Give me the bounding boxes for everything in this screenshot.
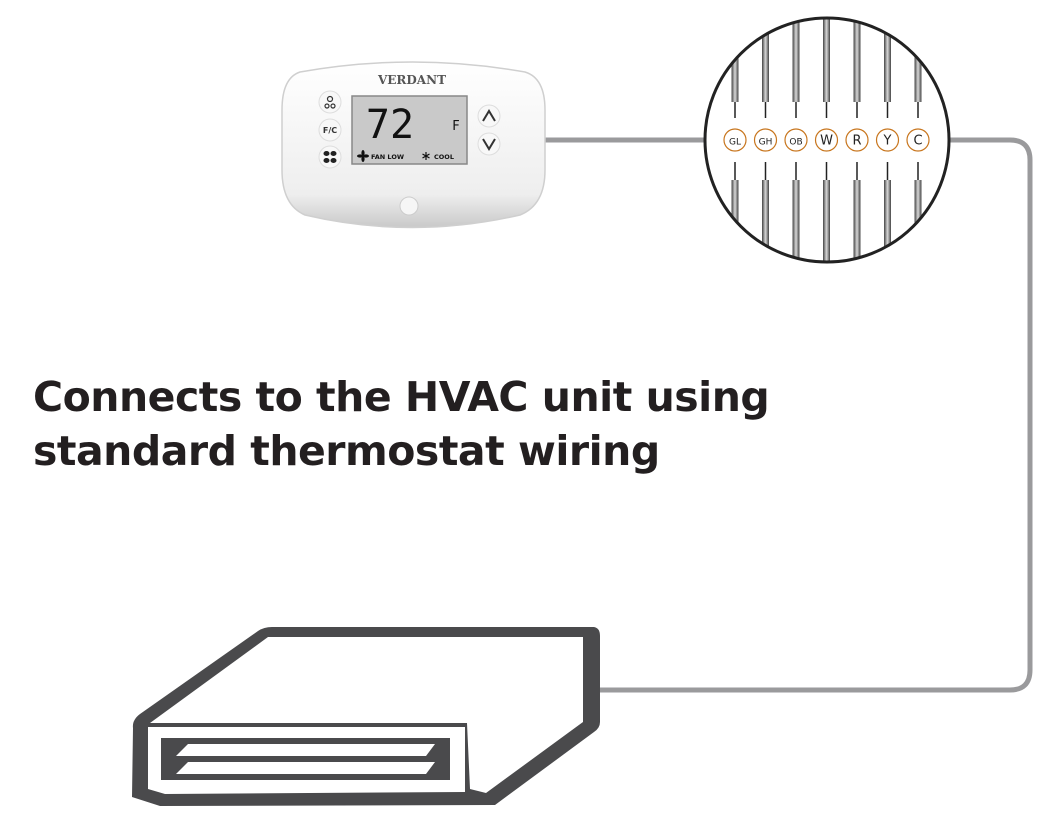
- wire-top-r: [853, 18, 861, 102]
- power-fan-button[interactable]: [318, 90, 342, 114]
- fan-icon: [357, 150, 369, 162]
- down-button[interactable]: [477, 132, 501, 156]
- terminal-y: [875, 128, 900, 152]
- fc-label: F/C: [323, 126, 337, 135]
- wire-bottom-gh: [762, 180, 769, 262]
- headline-line-1: Connects to the HVAC unit using: [33, 373, 770, 421]
- fc-button[interactable]: F/C: [318, 118, 342, 142]
- wire-bottom-ob: [792, 180, 800, 262]
- wire-top-y: [884, 18, 891, 102]
- wire-top-ob: [792, 18, 800, 102]
- wire-top-gh: [762, 18, 769, 102]
- terminal-labels: GL GH OB W R Y C: [723, 128, 930, 152]
- wire-bottom-y: [884, 180, 891, 262]
- terminal-label: C: [913, 134, 922, 149]
- bottom-button[interactable]: [399, 196, 419, 216]
- temperature-unit: F: [452, 119, 459, 134]
- terminal-gh: [753, 128, 778, 152]
- power-icon: [324, 95, 336, 109]
- wire-top-c: [914, 18, 922, 102]
- terminal-label: R: [852, 134, 861, 149]
- terminal-gl: [723, 128, 747, 152]
- headline: Connects to the HVAC unit using standard…: [33, 370, 770, 478]
- hvac-unit: [132, 627, 600, 806]
- chevron-down-icon: [482, 138, 496, 151]
- thermostat-cable: [540, 137, 1033, 693]
- terminal-c: [906, 128, 930, 152]
- fan-button-icon: [323, 151, 337, 163]
- wire-bottom-r: [853, 180, 861, 262]
- terminal-w: [814, 128, 839, 152]
- up-button[interactable]: [477, 104, 501, 128]
- snowflake-icon: [422, 152, 430, 160]
- terminal-label: GL: [729, 138, 741, 148]
- terminal-r: [845, 128, 869, 152]
- thermostat: VERDANT 72 F FAN LOW COOL F/C: [281, 61, 546, 229]
- headline-line-2: standard thermostat wiring: [33, 427, 660, 475]
- terminal-block-detail: GL GH OB W R Y C: [703, 16, 951, 264]
- thermostat-display: [351, 95, 468, 165]
- wire-bottom-w: [823, 180, 830, 262]
- wire-bottom-c: [914, 180, 922, 262]
- wire-top-w: [823, 18, 830, 102]
- terminal-label: GH: [759, 138, 773, 148]
- wire-top-gl: [731, 18, 739, 102]
- temperature-readout: 72: [366, 102, 414, 148]
- terminal-label: W: [820, 134, 833, 149]
- fan-status: FAN LOW: [371, 153, 404, 161]
- wire-bottom-gl: [731, 180, 739, 262]
- terminal-ob: [784, 128, 808, 152]
- mode-status: COOL: [434, 153, 454, 161]
- terminal-label: Y: [883, 134, 892, 149]
- chevron-up-icon: [482, 109, 496, 122]
- fan-button[interactable]: [318, 145, 342, 169]
- terminal-label: OB: [789, 138, 802, 148]
- thermostat-brand: VERDANT: [377, 73, 446, 87]
